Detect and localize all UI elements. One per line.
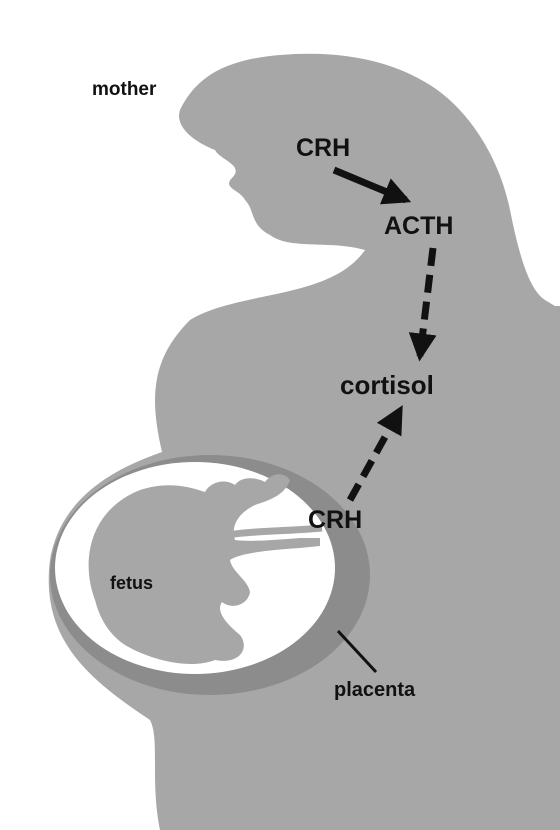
maternal-crh-label: CRH xyxy=(296,136,350,161)
cortisol-label: cortisol xyxy=(340,372,434,398)
mother-silhouette xyxy=(49,54,560,830)
fetus-label: fetus xyxy=(110,574,153,592)
acth-label: ACTH xyxy=(384,214,453,239)
placenta-label: placenta xyxy=(334,680,415,700)
placental-crh-label: CRH xyxy=(308,508,362,533)
mother-label: mother xyxy=(92,80,156,99)
